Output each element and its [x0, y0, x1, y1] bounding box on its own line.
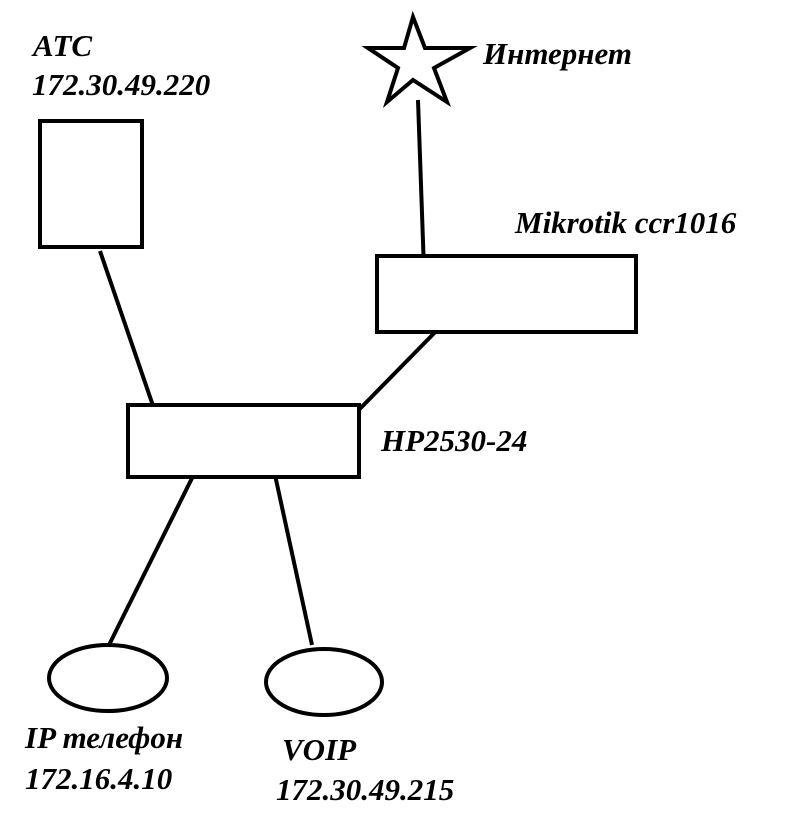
ip-phone-ellipse: [47, 643, 169, 713]
ip-phone-name-label: IP телефон: [24, 720, 183, 755]
internet-label: Интернет: [482, 36, 632, 71]
voip-ellipse: [264, 647, 384, 717]
mikrotik-label: Mikrotik ccr1016: [514, 205, 737, 240]
voip-name-label: VOIP: [282, 732, 357, 767]
ip-phone-ip-label: 172.16.4.10: [25, 761, 172, 796]
link-switch-ip-phone: [107, 451, 207, 646]
atc-box: [38, 119, 144, 249]
switch-label: HP2530-24: [380, 423, 527, 458]
star-icon: [361, 10, 478, 109]
link-internet-mikrotik: [416, 99, 426, 271]
link-mikrotik-switch: [342, 316, 451, 427]
voip-ip-label: 172.30.49.215: [276, 772, 454, 807]
atc-ip-label: 172.30.49.220: [32, 67, 210, 102]
hp-switch-box: [126, 403, 361, 479]
link-switch-voip: [268, 451, 314, 646]
atc-name-label: АТС: [31, 28, 92, 63]
mikrotik-router-box: [375, 254, 638, 334]
link-atc-switch: [98, 250, 164, 433]
